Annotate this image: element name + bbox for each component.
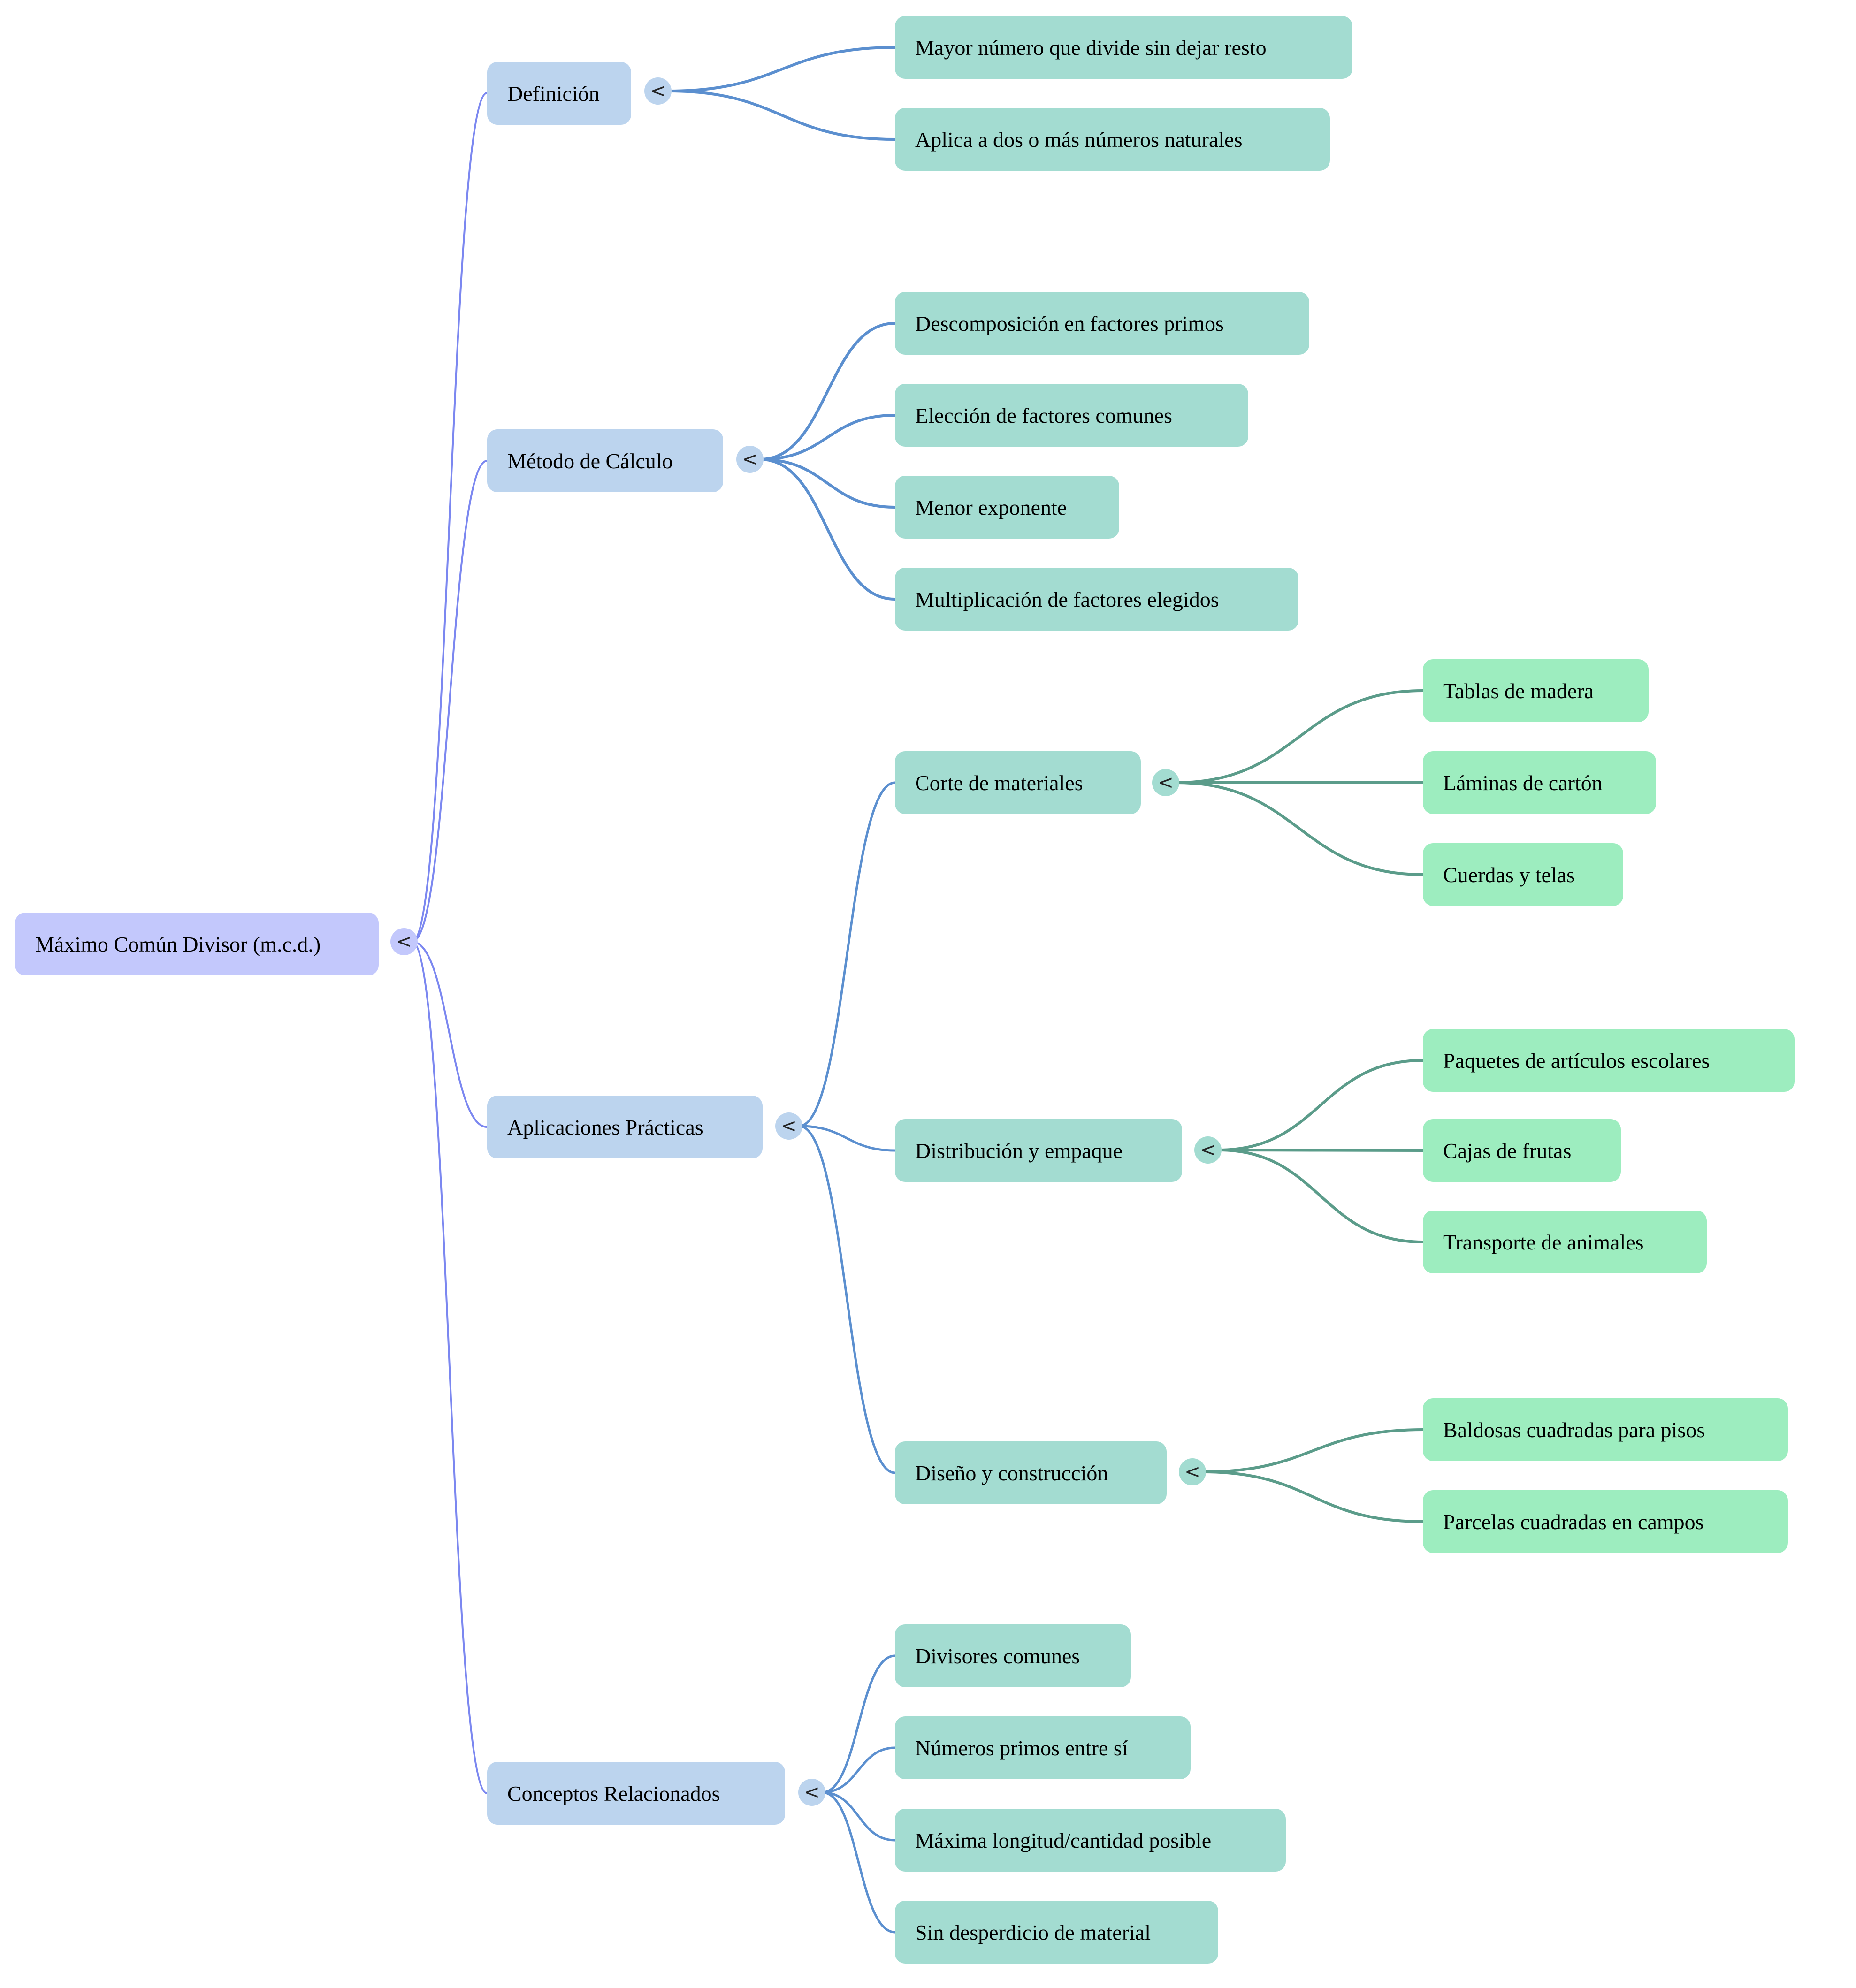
leaf-node[interactable]: Multiplicación de factores elegidos	[895, 568, 1298, 631]
leaf-label: Transporte de animales	[1443, 1230, 1644, 1254]
connector-edge	[760, 414, 895, 461]
leaf-node[interactable]: Cajas de frutas	[1423, 1119, 1621, 1182]
collapse-toggle-icon[interactable]: <	[736, 446, 764, 473]
collapse-toggle-icon[interactable]: <	[644, 77, 672, 105]
leaf-node[interactable]: Divisores comunes	[895, 1624, 1131, 1687]
leaf-label: Mayor número que divide sin dejar resto	[915, 35, 1267, 60]
leaf-node[interactable]: Láminas de cartón	[1423, 751, 1656, 814]
leaf-label: Paquetes de artículos escolares	[1443, 1048, 1710, 1073]
leaf-node[interactable]: Paquetes de artículos escolares	[1423, 1029, 1795, 1092]
branch-label: Definición	[507, 81, 600, 106]
sub-branch-distribucion-y-empaque[interactable]: Distribución y empaque	[895, 1119, 1182, 1182]
branch-label: Conceptos Relacionados	[507, 1781, 720, 1805]
sub-branch-corte-de-materiales[interactable]: Corte de materiales	[895, 751, 1141, 814]
connector-edge	[760, 458, 895, 509]
connector-edge	[799, 1125, 895, 1474]
branch-aplicaciones-practicas[interactable]: Aplicaciones Prácticas	[487, 1096, 763, 1158]
leaf-label: Parcelas cuadradas en campos	[1443, 1509, 1704, 1534]
leaf-label: Menor exponente	[915, 495, 1067, 519]
collapse-toggle-icon[interactable]: <	[1179, 1458, 1206, 1485]
connector-edge	[1202, 1470, 1423, 1523]
collapse-toggle-icon[interactable]: <	[390, 928, 418, 955]
collapse-toggle-icon[interactable]: <	[775, 1112, 802, 1140]
connector-edge	[1176, 781, 1423, 876]
branch-metodo-de-calculo[interactable]: Método de Cálculo	[487, 429, 723, 492]
branch-conceptos-relacionados[interactable]: Conceptos Relacionados	[487, 1762, 785, 1825]
sub-branch-label: Diseño y construcción	[915, 1461, 1108, 1485]
leaf-label: Láminas de cartón	[1443, 770, 1603, 795]
leaf-label: Sin desperdicio de material	[915, 1920, 1151, 1944]
connector-edge	[412, 941, 488, 1128]
branch-label: Método de Cálculo	[507, 449, 673, 473]
leaf-node[interactable]: Descomposición en factores primos	[895, 292, 1309, 355]
connector-edge	[412, 460, 488, 943]
leaf-label: Tablas de madera	[1443, 678, 1594, 703]
collapse-toggle-icon[interactable]: <	[1152, 769, 1179, 796]
connector-edge	[668, 46, 895, 92]
root-node[interactable]: Máximo Común Divisor (m.c.d.)	[15, 913, 379, 975]
leaf-node[interactable]: Elección de factores comunes	[895, 384, 1248, 447]
connector-edge	[760, 322, 895, 461]
sub-branch-diseno-y-construccion[interactable]: Diseño y construcción	[895, 1441, 1167, 1504]
connector-edge	[822, 1791, 895, 1934]
collapse-toggle-icon[interactable]: <	[798, 1779, 825, 1806]
leaf-node[interactable]: Transporte de animales	[1423, 1211, 1707, 1273]
collapse-toggle-icon[interactable]: <	[1194, 1136, 1222, 1164]
connector-edge	[822, 1791, 895, 1842]
leaf-label: Divisores comunes	[915, 1644, 1080, 1668]
leaf-label: Multiplicación de factores elegidos	[915, 587, 1219, 611]
connector-edge	[822, 1746, 895, 1794]
branch-definicion[interactable]: Definición	[487, 62, 631, 125]
sub-branch-label: Distribución y empaque	[915, 1138, 1123, 1163]
leaf-node[interactable]: Mayor número que divide sin dejar resto	[895, 16, 1352, 79]
connector-edge	[799, 1125, 895, 1152]
connector-edge	[1176, 689, 1423, 784]
leaf-label: Máxima longitud/cantidad posible	[915, 1828, 1212, 1852]
leaf-node[interactable]: Menor exponente	[895, 476, 1119, 539]
connector-edge	[412, 92, 488, 943]
root-label: Máximo Común Divisor (m.c.d.)	[35, 932, 321, 956]
leaf-label: Cajas de frutas	[1443, 1138, 1572, 1163]
leaf-node[interactable]: Tablas de madera	[1423, 659, 1649, 722]
connector-edge	[799, 781, 895, 1127]
leaf-label: Cuerdas y telas	[1443, 862, 1575, 887]
connector-edge	[822, 1654, 895, 1794]
leaf-label: Números primos entre sí	[915, 1736, 1128, 1760]
leaf-node[interactable]: Números primos entre sí	[895, 1716, 1191, 1779]
sub-branch-label: Corte de materiales	[915, 770, 1083, 795]
connector-edge	[412, 941, 488, 1794]
leaf-label: Aplica a dos o más números naturales	[915, 127, 1243, 152]
branch-label: Aplicaciones Prácticas	[507, 1115, 703, 1139]
leaf-node[interactable]: Cuerdas y telas	[1423, 843, 1623, 906]
connector-edge	[668, 90, 895, 141]
leaf-label: Baldosas cuadradas para pisos	[1443, 1417, 1705, 1442]
leaf-node[interactable]: Máxima longitud/cantidad posible	[895, 1809, 1286, 1872]
leaf-node[interactable]: Baldosas cuadradas para pisos	[1423, 1398, 1788, 1461]
leaf-label: Elección de factores comunes	[915, 403, 1172, 427]
leaf-node[interactable]: Parcelas cuadradas en campos	[1423, 1490, 1788, 1553]
connector-edge	[1218, 1149, 1423, 1243]
connector-edge	[1218, 1059, 1423, 1151]
connector-edge	[1202, 1428, 1423, 1473]
leaf-label: Descomposición en factores primos	[915, 311, 1224, 335]
leaf-node[interactable]: Aplica a dos o más números naturales	[895, 108, 1330, 171]
connector-edge	[760, 458, 895, 601]
leaf-node[interactable]: Sin desperdicio de material	[895, 1901, 1218, 1964]
